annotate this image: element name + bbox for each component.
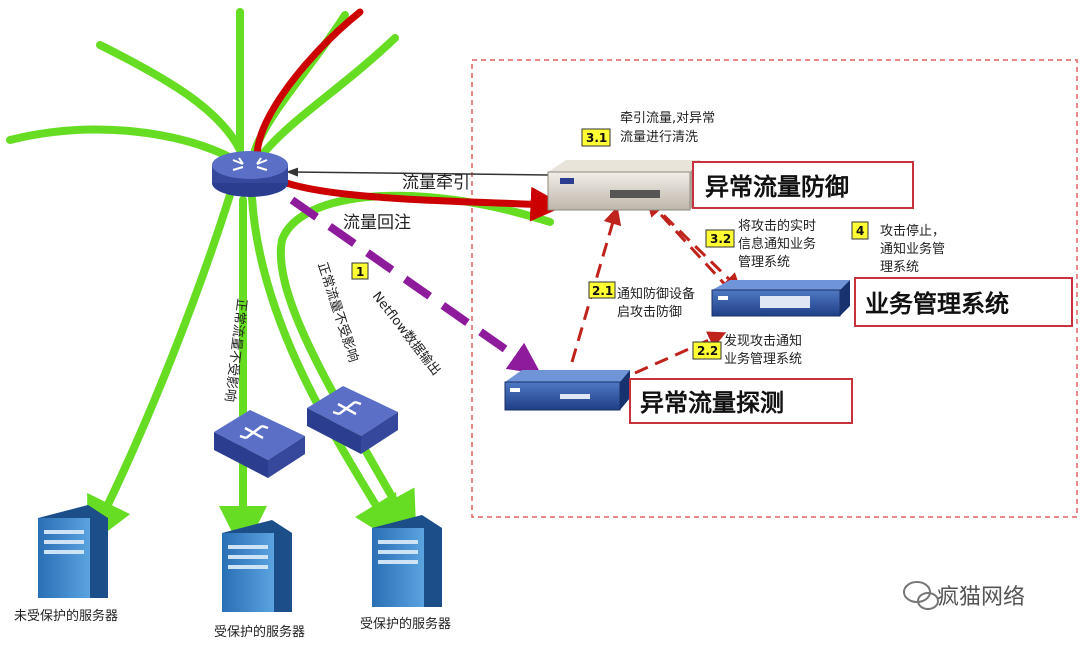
svg-text:3.2: 3.2: [710, 232, 731, 246]
svg-text:2.2: 2.2: [697, 344, 718, 358]
step-badge-2-2: 2.2: [692, 341, 722, 360]
netflow-label: Netflow数据输出: [369, 289, 444, 379]
redirect-label: 流量牵引: [402, 173, 470, 193]
server-label-protected-2: 受保护的服务器: [360, 616, 451, 632]
step-4-line-1: 攻击停止，: [880, 223, 945, 239]
defense-label: 异常流量防御: [705, 173, 849, 201]
switch-icon-1: [214, 410, 305, 478]
step-3-2-line-3: 管理系统: [738, 255, 790, 270]
green-flow-top-left: [6, 125, 239, 164]
green-flow-top-4: [258, 34, 399, 159]
svg-text:3.1: 3.1: [586, 131, 607, 145]
step-4-line-2: 通知业务管: [880, 241, 945, 257]
step-3-1-line-1: 牵引流量,对异常: [620, 111, 715, 126]
step-2-1-line-2: 启攻击防御: [617, 304, 682, 320]
green-flow-to-unprotected: [87, 191, 234, 547]
mgmt-label: 业务管理系统: [865, 290, 1009, 318]
mgmt-label-box: [854, 277, 1073, 327]
step-badge-4: 4: [851, 221, 869, 240]
netflow-arrow: [289, 196, 542, 375]
svg-text:4: 4: [856, 224, 864, 238]
step-badge-3-1: 3.1: [581, 128, 611, 147]
step-2-2-line-1: 发现攻击通知: [724, 333, 802, 349]
green-flow-top-1: [96, 41, 244, 154]
reinject-label: 流量回注: [343, 213, 411, 233]
svg-text:1: 1: [356, 265, 364, 279]
server-icon-unprotected: [38, 505, 108, 598]
server-icon-protected-1: [222, 520, 292, 612]
step-4-line-3: 理系统: [880, 260, 919, 275]
svg-text:2.1: 2.1: [592, 284, 613, 298]
green-flow-to-protected-2: [248, 194, 401, 546]
core-router-icon: [212, 151, 288, 197]
redirect-arrow: [286, 167, 549, 177]
arrow-4: [645, 198, 732, 292]
step-3-2-line-1: 将攻击的实时: [738, 218, 816, 234]
step-badge-1: 1: [351, 262, 369, 280]
step-3-2-line-2: 信息通知业务: [738, 236, 816, 252]
detection-appliance-icon: [504, 370, 630, 411]
watermark-text: 疯猫网络: [937, 585, 1025, 610]
detect-label-box: [629, 378, 853, 424]
server-label-protected-1: 受保护的服务器: [214, 624, 305, 640]
detect-label: 异常流量探测: [640, 389, 784, 417]
defense-appliance-icon: [547, 160, 700, 211]
defense-label-box: [692, 161, 914, 209]
management-appliance-icon: [711, 280, 850, 317]
server-icon-protected-2: [372, 515, 442, 607]
arrow-3-2: [646, 198, 742, 292]
step-2-2-line-2: 业务管理系统: [724, 351, 802, 367]
server-label-unprotected: 未受保护的服务器: [14, 608, 118, 624]
switch-icon-2: [307, 386, 398, 454]
step-badge-2-1: 2.1: [588, 281, 616, 299]
wechat-logo-icon: [903, 581, 939, 610]
step-badge-3-2: 3.2: [705, 229, 735, 248]
step-2-1-line-1: 通知防御设备: [617, 286, 695, 302]
step-3-1-line-2: 流量进行清洗: [620, 130, 698, 145]
